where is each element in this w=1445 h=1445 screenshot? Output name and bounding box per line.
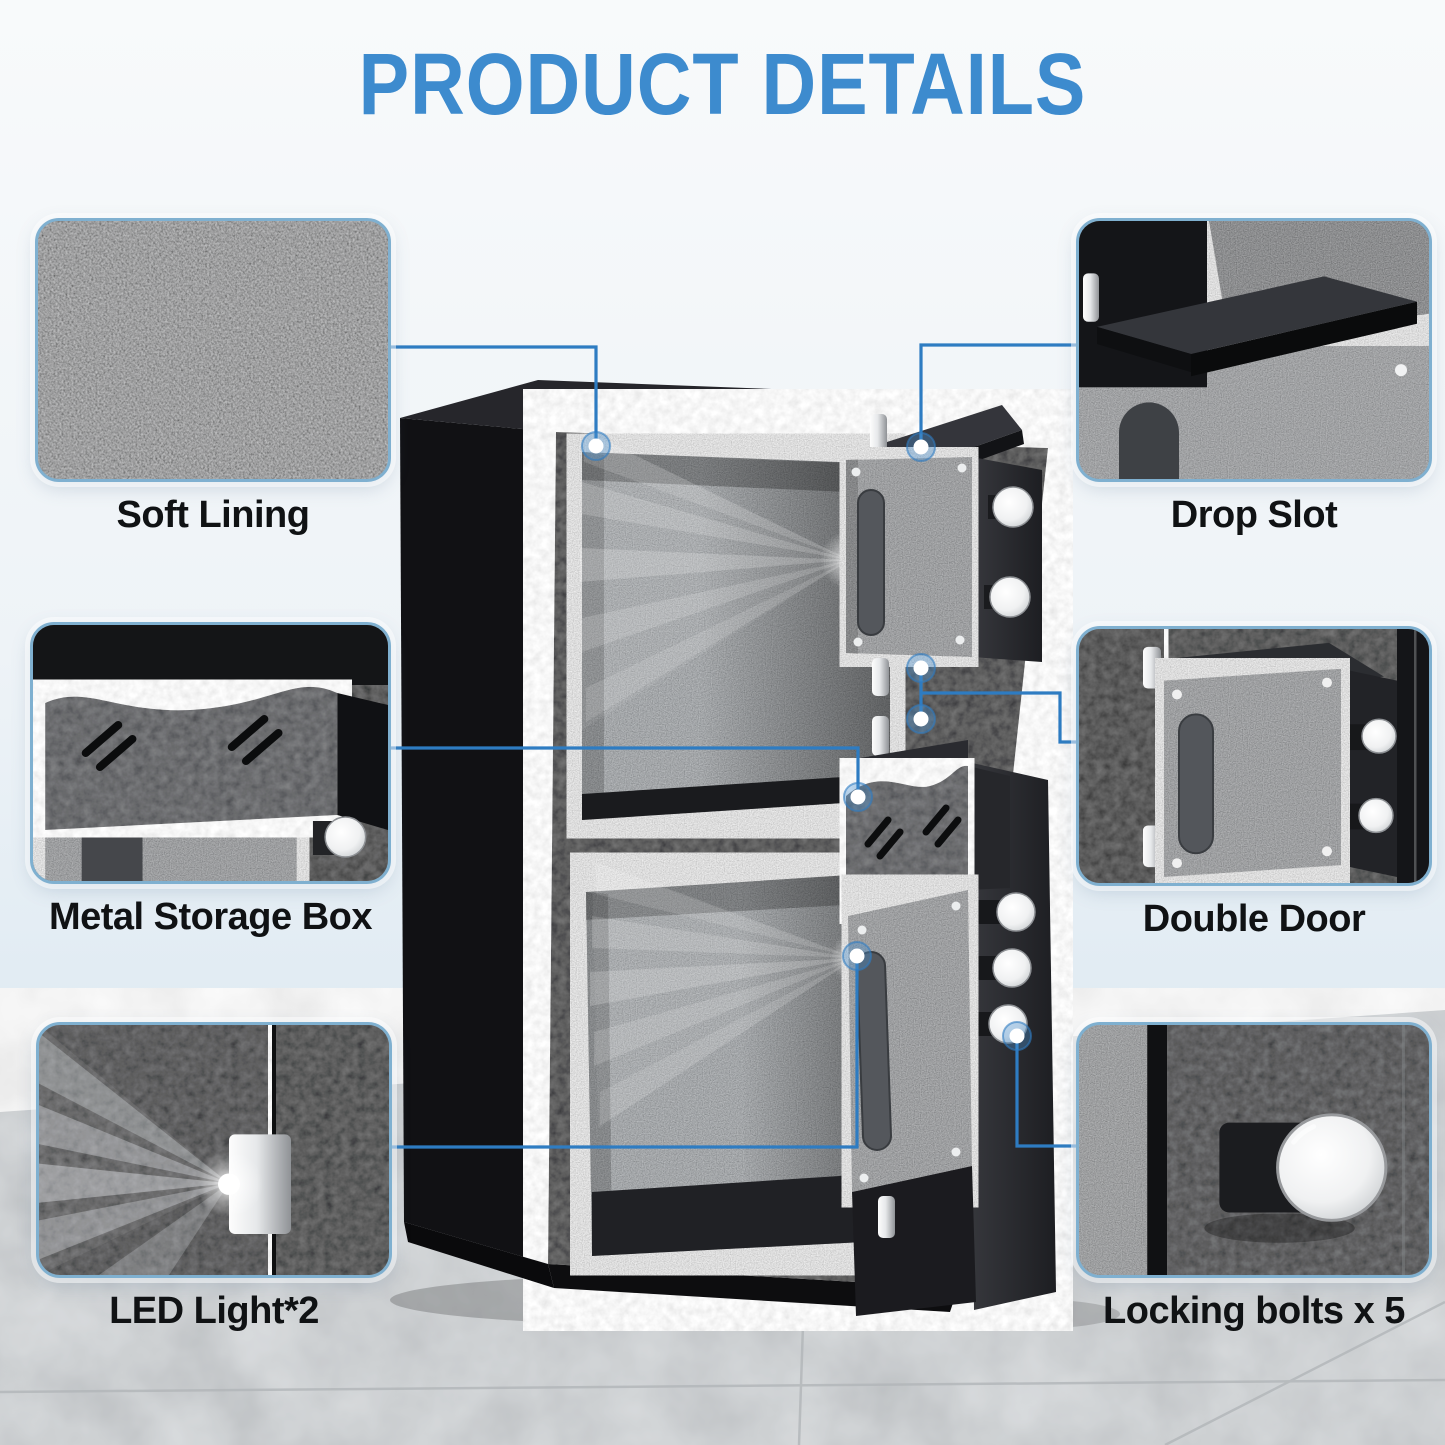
metal-storage-box-image	[30, 622, 391, 884]
upper-compartment	[580, 430, 890, 820]
led-light-label: LED Light*2	[109, 1290, 319, 1332]
drop-slot-line	[919, 343, 1078, 447]
upper-door	[846, 414, 1042, 696]
locking-bolt-icon	[1361, 718, 1397, 754]
lower-door-bottom-hinge	[878, 1196, 895, 1238]
lower-door-top-hinge	[872, 716, 889, 756]
drop-slot-label: Drop Slot	[1170, 494, 1338, 536]
double-door-dot-lower	[906, 704, 936, 734]
led-core	[218, 1173, 240, 1195]
lower-door	[845, 716, 1056, 1316]
double-door-line	[919, 668, 1078, 744]
soft-lining-dot	[581, 431, 611, 461]
key-pocket	[1119, 402, 1179, 479]
hinge-icon	[1083, 273, 1099, 322]
soft-lining-label: Soft Lining	[116, 494, 310, 536]
upper-door-screws	[851, 463, 967, 647]
upper-door-knob	[989, 576, 1031, 618]
callout-double-door: Double Door	[1076, 626, 1432, 941]
storage-box-vents	[81, 715, 283, 771]
handle-recess	[1178, 713, 1214, 855]
led-light-dot	[842, 941, 872, 971]
hinge-icon	[1143, 646, 1161, 689]
locking-bolts-line	[1015, 1036, 1078, 1148]
drop-slot-dot	[906, 432, 936, 462]
storage-box-vents	[864, 804, 962, 860]
callout-drop-slot: Drop Slot	[1076, 218, 1432, 537]
metal-storage-box-dot	[843, 782, 873, 812]
lower-door-bolt	[996, 892, 1036, 932]
page-title: PRODUCT DETAILS	[358, 34, 1087, 133]
lower-door-screws	[857, 901, 961, 1183]
soft-lining-line	[385, 345, 598, 446]
soft-lining-image	[35, 218, 391, 482]
metal-storage-box-on-door	[846, 765, 968, 916]
locking-bolts-dot	[1002, 1021, 1032, 1051]
led-light-image	[36, 1022, 392, 1278]
double-door-dot-upper	[906, 653, 936, 683]
callout-soft-lining: Soft Lining	[35, 218, 391, 537]
upper-door-knob	[992, 486, 1034, 528]
bolt-icon	[324, 816, 367, 858]
upper-door-handle-recess	[857, 489, 885, 636]
drop-slot-flap-shape	[1097, 276, 1417, 355]
led-beams	[39, 1025, 229, 1275]
screw-icon	[1395, 364, 1407, 377]
upper-door-bottom-hinge	[872, 658, 889, 696]
locking-bolts-image	[1076, 1022, 1432, 1278]
callout-led-light: LED Light*2	[36, 1022, 392, 1333]
double-door-image	[1076, 626, 1432, 886]
metal-storage-box-line	[388, 746, 860, 797]
anchor-dots	[581, 431, 1032, 1051]
locking-bolts-label: Locking bolts x 5	[1103, 1290, 1405, 1332]
locking-bolt-icon	[1358, 797, 1394, 834]
drop-slot-image	[1076, 218, 1432, 482]
upper-led-beams	[580, 430, 880, 730]
metal-storage-box-label: Metal Storage Box	[48, 896, 373, 938]
led-light-line	[388, 956, 859, 1149]
lower-door-bolt	[992, 948, 1032, 988]
locking-bolt-face	[1276, 1113, 1388, 1222]
hinge-icon	[1143, 825, 1161, 868]
callout-locking-bolts: Locking bolts x 5	[1076, 1022, 1432, 1333]
callout-metal-storage-box: Metal Storage Box	[30, 622, 391, 939]
upper-door-top-hinge	[870, 414, 887, 454]
double-door-label: Double Door	[1142, 898, 1366, 940]
screw-icons	[1172, 677, 1332, 869]
